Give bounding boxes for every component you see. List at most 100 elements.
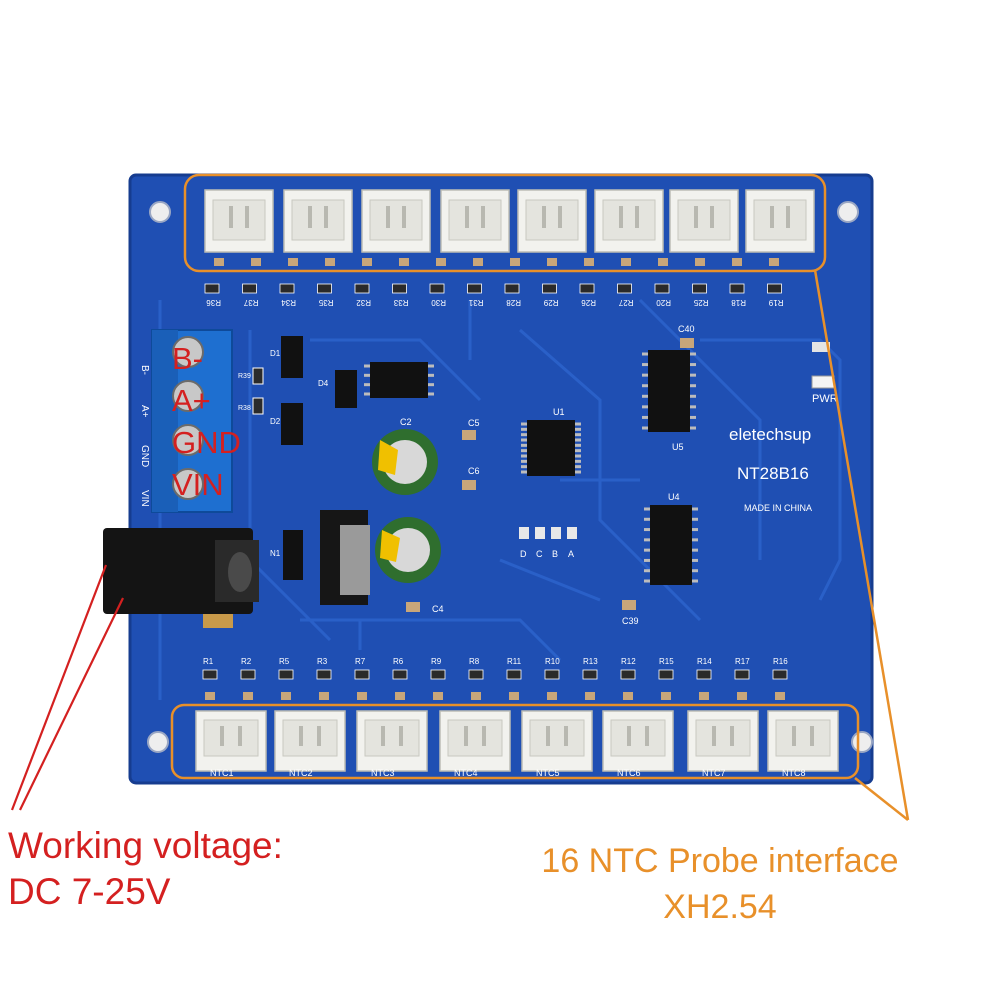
pwr-text: PWR [812,393,838,405]
ic-pin [575,465,581,469]
ntc-label: NTC2 [289,768,313,778]
ic-pin [364,364,370,368]
top-ntc-connector [204,189,274,253]
ic-pin [575,470,581,474]
resistor-label: R31 [468,298,483,307]
top-connector-row [204,189,815,253]
smd-cap [661,692,671,700]
smd-cap [775,692,785,700]
ic-u5 [648,350,690,432]
ic-pin [575,454,581,458]
resistor-pad [617,283,632,294]
smd-cap [471,692,481,700]
resistor-pad [204,283,220,294]
ic-pin [428,392,434,396]
resistor-pad [654,283,670,294]
resistor-pad [467,283,482,294]
top-ntc-connector [745,189,815,253]
resistor-pad [429,283,445,294]
resistor-label: R27 [618,298,633,307]
ic-pin [575,427,581,431]
resistor-label: R9 [431,657,442,666]
resistor-label: R30 [431,298,446,307]
terminal-labels: B- A+ GND VIN [172,338,292,506]
resistor-pad [542,283,557,294]
u1-label: U1 [553,407,565,417]
resistor-pad [202,669,218,680]
bottom-ntc-connector: NTC8 [767,710,839,778]
ntc-line-2: XH2.54 [663,888,777,926]
c40-label: C40 [678,324,695,334]
smd-cap [243,692,253,700]
terminal-label-b-minus: B- [172,341,203,376]
bottom-ntc-connector: NTC1 [195,710,267,778]
ic-pin [644,538,650,542]
ic-pin [642,363,648,367]
ic-pin [690,415,696,419]
smd-cap [362,258,372,266]
top-ntc-connector [517,189,587,253]
u5-label: U5 [672,442,684,452]
resistor-pad [544,669,560,680]
ic-pin [575,422,581,426]
ic-pin [364,383,370,387]
bottom-ntc-connector: NTC4 [439,710,511,778]
resistor-label: R34 [281,298,296,307]
d1-label: D1 [270,349,281,358]
smd-cap [547,692,557,700]
ic-pin [690,426,696,430]
top-ntc-connector [361,189,431,253]
ic-pin [644,579,650,583]
ic-pin [428,373,434,377]
resistor-pad [468,669,484,680]
resistor-pad [240,669,256,680]
capacitor-c4 [375,517,441,583]
resistor-label: R18 [731,298,746,307]
ic-pin [692,579,698,583]
ic-pin [692,538,698,542]
resistor-label: R13 [583,657,598,666]
smd-cap [357,692,367,700]
resistor-label: R20 [656,298,671,307]
block-side-label: B- [139,365,150,375]
resistor-pad [317,283,332,294]
resistor-pad [354,283,370,294]
ic-pin [428,364,434,368]
ic-pin [644,558,650,562]
resistor-pad [729,283,745,294]
resistor-label: R29 [543,298,558,307]
capacitor-c2 [372,429,438,495]
resistor-pad [242,283,257,294]
resistor-pad [278,669,294,680]
jumper-d-label: D [520,549,527,559]
ic-pin [692,517,698,521]
smd-cap [510,258,520,266]
top-ntc-connector [594,189,664,253]
top-connector-box [183,173,827,273]
ntc-label: NTC3 [371,768,395,778]
resistor-label: R36 [206,298,221,307]
c6-label: C6 [468,466,480,476]
ic-pin [575,459,581,463]
ic-pin [428,383,434,387]
resistor-label: R32 [356,298,371,307]
voltage-line-2: DC 7-25V [8,871,171,912]
resistor-pad [506,669,522,680]
ic-pin [521,470,527,474]
smd-cap [473,258,483,266]
smd-cap [695,258,705,266]
r39-label: R39 [238,373,251,380]
ic-pin [690,363,696,367]
top-ntc-connector [440,189,510,253]
smd-cap [699,692,709,700]
smd-cap [214,258,224,266]
ic-pin [690,405,696,409]
resistor-pad [658,669,674,680]
resistor-label: R35 [318,298,333,307]
smd-cap [732,258,742,266]
mounting-hole [147,731,169,753]
ic-u1 [527,420,575,476]
smd-cap [584,258,594,266]
pcb-board [130,175,872,783]
